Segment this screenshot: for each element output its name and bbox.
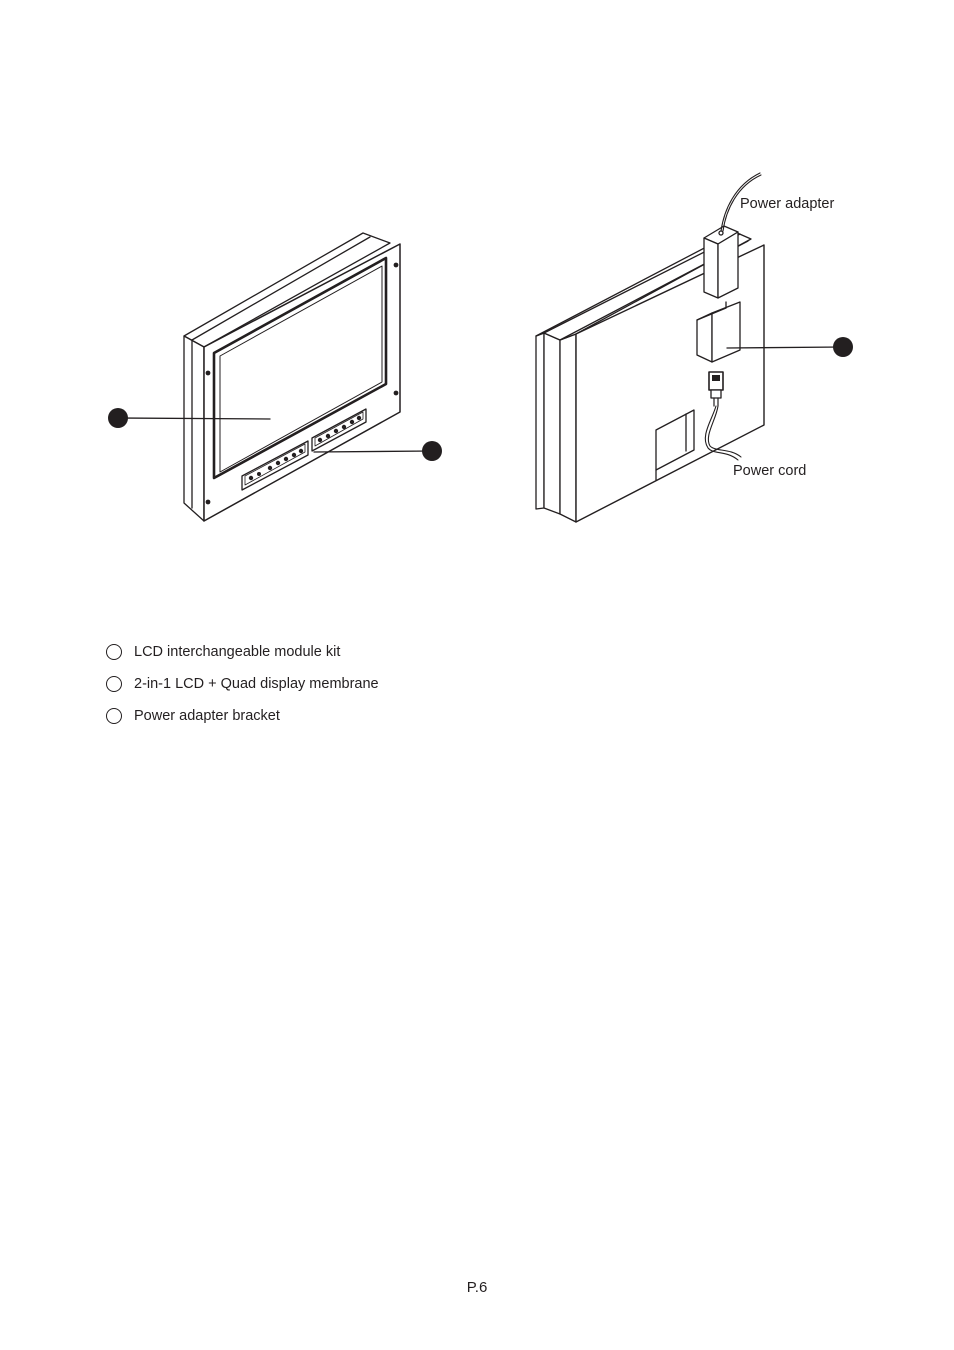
circle-marker-icon (106, 708, 122, 724)
membrane-button-strip-right (311, 408, 367, 452)
power-cord-label: Power cord (733, 463, 807, 479)
page-number: P.6 (466, 1279, 488, 1296)
power-adapter-box (703, 172, 762, 299)
legend-item: 2-in-1 LCD + Quad display membrane (106, 668, 379, 700)
circle-marker-icon (106, 644, 122, 660)
legend-item-label: Power adapter bracket (134, 707, 280, 724)
callout-line-bracket (726, 346, 844, 349)
callout-marker-lcd-module (108, 408, 128, 428)
mounting-holes (205, 262, 399, 505)
legend-item-label: 2-in-1 LCD + Quad display membrane (134, 675, 379, 692)
callout-line-lcd-module (117, 417, 271, 420)
power-adapter-bracket (696, 301, 741, 363)
membrane-button-strip-left (241, 440, 309, 491)
callout-line-membrane (313, 450, 433, 453)
callout-marker-membrane (422, 441, 442, 461)
legend-item-label: LCD interchangeable module kit (134, 643, 341, 660)
legend-item: Power adapter bracket (106, 700, 379, 732)
rear-view-monitor (535, 172, 853, 523)
power-adapter-label: Power adapter (740, 196, 835, 212)
lcd-screen (212, 256, 388, 480)
callout-marker-bracket (833, 337, 853, 357)
parts-legend: LCD interchangeable module kit 2-in-1 LC… (106, 636, 379, 732)
power-cord-plug (704, 371, 742, 461)
circle-marker-icon (106, 676, 122, 692)
front-view-monitor (108, 232, 442, 522)
legend-item: LCD interchangeable module kit (106, 636, 379, 668)
